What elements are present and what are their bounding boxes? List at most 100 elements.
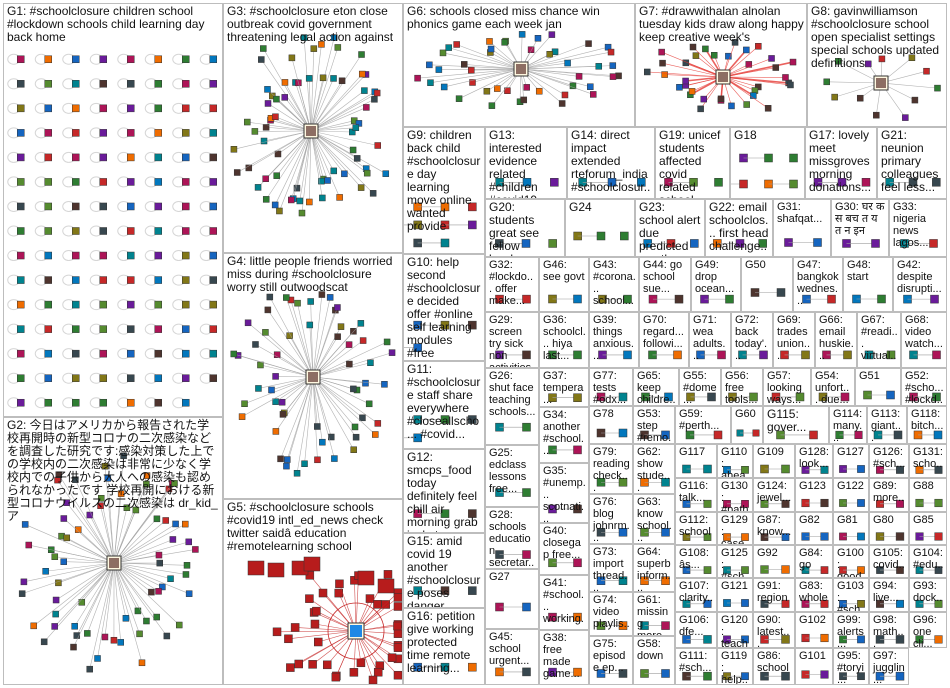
- edge: [55, 563, 114, 626]
- user-node: [100, 80, 107, 87]
- user-node: [284, 457, 290, 463]
- group-g102: G102: [795, 612, 833, 648]
- group-g59: G59: #perth...: [675, 406, 731, 444]
- user-node: [155, 277, 162, 284]
- group-g126: G126: #sch...: [869, 444, 909, 478]
- edge: [313, 377, 369, 404]
- user-node: [743, 47, 749, 53]
- user-node: [278, 456, 284, 462]
- user-node: [210, 178, 217, 185]
- user-node: [170, 536, 176, 542]
- hub-avatar-image: [308, 372, 318, 382]
- user-node: [674, 351, 682, 359]
- user-node: [535, 35, 541, 41]
- group-g57: G57: looking ways...: [763, 368, 811, 406]
- group-g43: G43: #corona... school...: [589, 257, 639, 312]
- user-node: [523, 178, 531, 186]
- user-node: [704, 672, 712, 680]
- user-node: [17, 203, 24, 210]
- group-g27-edges: [486, 570, 539, 629]
- user-node: [45, 301, 52, 308]
- group-g111-edges: [676, 649, 717, 685]
- edge: [59, 475, 114, 563]
- group-g70-edges: [640, 313, 689, 368]
- user-node: [183, 571, 189, 577]
- user-node: [118, 491, 124, 497]
- group-g31-edges: [774, 200, 831, 257]
- group-g104: G104: #edu...: [909, 545, 947, 578]
- user-node: [331, 456, 337, 462]
- user-node: [95, 655, 101, 661]
- user-node: [274, 173, 280, 179]
- edge: [311, 47, 338, 131]
- user-node: [64, 535, 70, 541]
- group-g118-edges: [908, 407, 947, 444]
- edge: [114, 510, 136, 563]
- user-node: [262, 329, 268, 335]
- user-node: [359, 52, 365, 58]
- user-node: [100, 326, 107, 333]
- user-node: [182, 203, 189, 210]
- group-g113-edges: [868, 407, 907, 444]
- group-g24: G24: [565, 199, 635, 257]
- user-node: [331, 75, 337, 81]
- user-node: [357, 659, 365, 667]
- hub-avatar-image: [718, 72, 728, 82]
- group-g73-edges: [590, 545, 633, 592]
- user-node: [394, 593, 402, 601]
- user-node: [689, 88, 695, 94]
- user-node: [484, 88, 490, 94]
- group-g82-edges: [796, 513, 833, 545]
- user-node: [790, 59, 796, 65]
- group-g46: G46: see govt: [539, 257, 589, 312]
- group-g94: G94: live...: [869, 578, 909, 612]
- group-g79: G79: reading check...: [589, 444, 633, 494]
- user-node: [441, 321, 449, 329]
- user-node: [45, 350, 52, 357]
- user-node: [252, 128, 258, 134]
- user-node: [52, 623, 58, 629]
- group-g129-edges: [718, 513, 753, 545]
- user-node: [441, 84, 447, 90]
- user-node: [135, 608, 141, 614]
- group-g56-edges: [722, 369, 763, 406]
- group-g38: G38: free made game...: [539, 630, 589, 685]
- user-node: [352, 424, 358, 430]
- user-node: [619, 429, 627, 437]
- user-node: [468, 510, 476, 518]
- group-g124-edges: [754, 479, 795, 512]
- user-node: [182, 399, 189, 406]
- group-g69: G69: trades union...: [773, 312, 815, 368]
- user-node: [824, 79, 830, 85]
- user-node: [100, 277, 107, 284]
- group-g43-edges: [590, 258, 639, 312]
- user-node: [17, 350, 24, 357]
- group-g121: G121: [717, 578, 753, 612]
- user-node: [369, 676, 377, 684]
- user-node: [245, 320, 251, 326]
- user-node: [454, 41, 460, 47]
- user-node: [17, 56, 24, 63]
- group-g6: G6: schools closed miss chance win phoni…: [403, 3, 635, 127]
- user-node: [273, 399, 279, 405]
- user-node: [660, 60, 666, 66]
- user-node: [272, 202, 278, 208]
- user-node: [715, 178, 723, 186]
- user-node: [857, 600, 864, 607]
- user-node: [782, 635, 790, 643]
- group-g31: G31: shafqat...: [773, 199, 831, 257]
- user-node: [137, 631, 143, 637]
- user-node: [909, 55, 915, 61]
- user-node: [17, 129, 24, 136]
- group-g13: G13: interested evidence related #childr…: [485, 127, 567, 199]
- user-node: [536, 88, 542, 94]
- user-node: [261, 138, 267, 144]
- group-g20-edges: [486, 200, 565, 257]
- user-avatar: [304, 557, 320, 571]
- user-node: [72, 105, 79, 112]
- user-node: [127, 56, 134, 63]
- user-node: [902, 115, 908, 121]
- user-node: [72, 326, 79, 333]
- user-node: [72, 228, 79, 235]
- user-node: [887, 351, 895, 359]
